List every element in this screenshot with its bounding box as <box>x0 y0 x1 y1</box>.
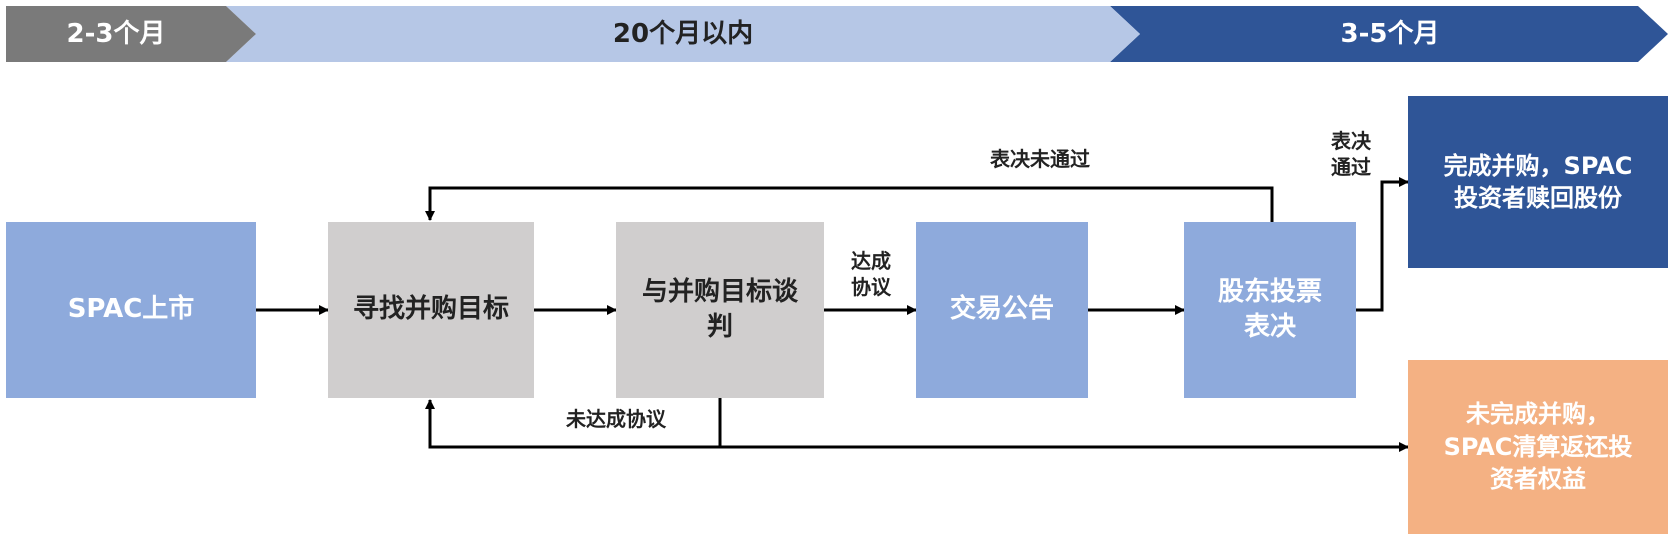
box-shareholder-vote: 股东投票 表决 <box>1184 222 1356 398</box>
phase3-chevron <box>1110 6 1668 62</box>
box-negotiate-label: 与并购目标谈 判 <box>641 276 798 342</box>
box-complete-merger-label: 完成并购，SPAC 投资者赎回股份 <box>1443 151 1633 212</box>
label-vote-passed: 表决 通过 <box>1331 129 1371 179</box>
box-spac-listing: SPAC上市 <box>6 222 256 398</box>
phase2-chevron <box>226 6 1140 62</box>
box-complete-merger: 完成并购，SPAC 投资者赎回股份 <box>1408 96 1668 268</box>
label-agreement-reached: 达成 协议 <box>851 249 891 299</box>
label-vote-failed: 表决未通过 <box>990 147 1090 171</box>
phase2-label: 20个月以内 <box>612 19 754 49</box>
box-announcement-label: 交易公告 <box>949 294 1054 325</box>
box-liquidation: 未完成并购， SPAC清算返还投 资者权益 <box>1408 360 1668 534</box>
box-liquidation-label: 未完成并购， SPAC清算返还投 资者权益 <box>1443 400 1633 494</box>
arrow-vote-passed <box>1356 177 1409 312</box>
arrow-vote-failed-loop <box>425 186 1274 222</box>
box-negotiate: 与并购目标谈 判 <box>616 222 824 398</box>
box-find-target-label: 寻找并购目标 <box>352 294 509 325</box>
phase3-label: 3-5个月 <box>1340 19 1440 49</box>
box-shareholder-vote-label: 股东投票 表决 <box>1217 276 1322 342</box>
box-find-target: 寻找并购目标 <box>328 222 534 398</box>
phase1-label: 2-3个月 <box>66 19 166 49</box>
timeline-bar <box>6 6 1668 62</box>
box-announcement: 交易公告 <box>916 222 1088 398</box>
label-agreement-not-reached: 未达成协议 <box>566 407 666 431</box>
box-spac-listing-label: SPAC上市 <box>67 294 195 325</box>
phase1-chevron <box>6 6 256 62</box>
arrow-no-agreement-loop <box>425 398 722 449</box>
